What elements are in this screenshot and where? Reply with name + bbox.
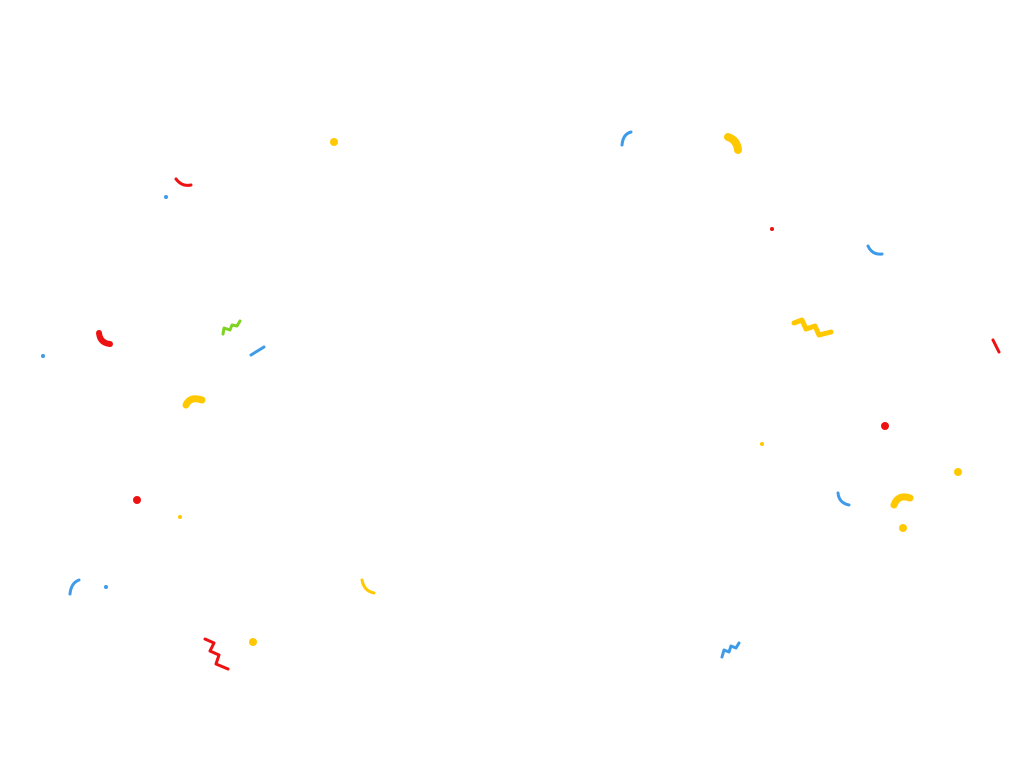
confetti-curl (724, 133, 742, 154)
confetti-streamer (249, 345, 266, 357)
confetti-zigzag (221, 319, 242, 336)
confetti-curl (620, 130, 633, 147)
confetti-dot (899, 524, 907, 532)
confetti-dot (249, 638, 257, 646)
confetti-zigzag (720, 641, 741, 659)
confetti-dot (760, 442, 764, 446)
confetti-dot (41, 354, 45, 358)
confetti-dot (164, 195, 168, 199)
confetti-zigzag (791, 317, 834, 338)
confetti-curl (866, 244, 884, 256)
confetti-dot (881, 422, 889, 430)
confetti-streamer (991, 338, 1001, 354)
confetti-dot (330, 138, 338, 146)
confetti-dot (104, 585, 108, 589)
confetti-curl (890, 493, 914, 509)
confetti-curl (836, 491, 851, 507)
confetti-curl (174, 177, 193, 187)
confetti-curl (96, 330, 113, 347)
confetti-dot (954, 468, 962, 476)
confetti-curl (360, 578, 376, 595)
confetti-dot (178, 515, 182, 519)
confetti-dot (770, 227, 774, 231)
confetti-zigzag (203, 637, 230, 671)
confetti-curl (182, 395, 206, 409)
confetti-curl (68, 578, 81, 596)
confetti-dot (133, 496, 141, 504)
